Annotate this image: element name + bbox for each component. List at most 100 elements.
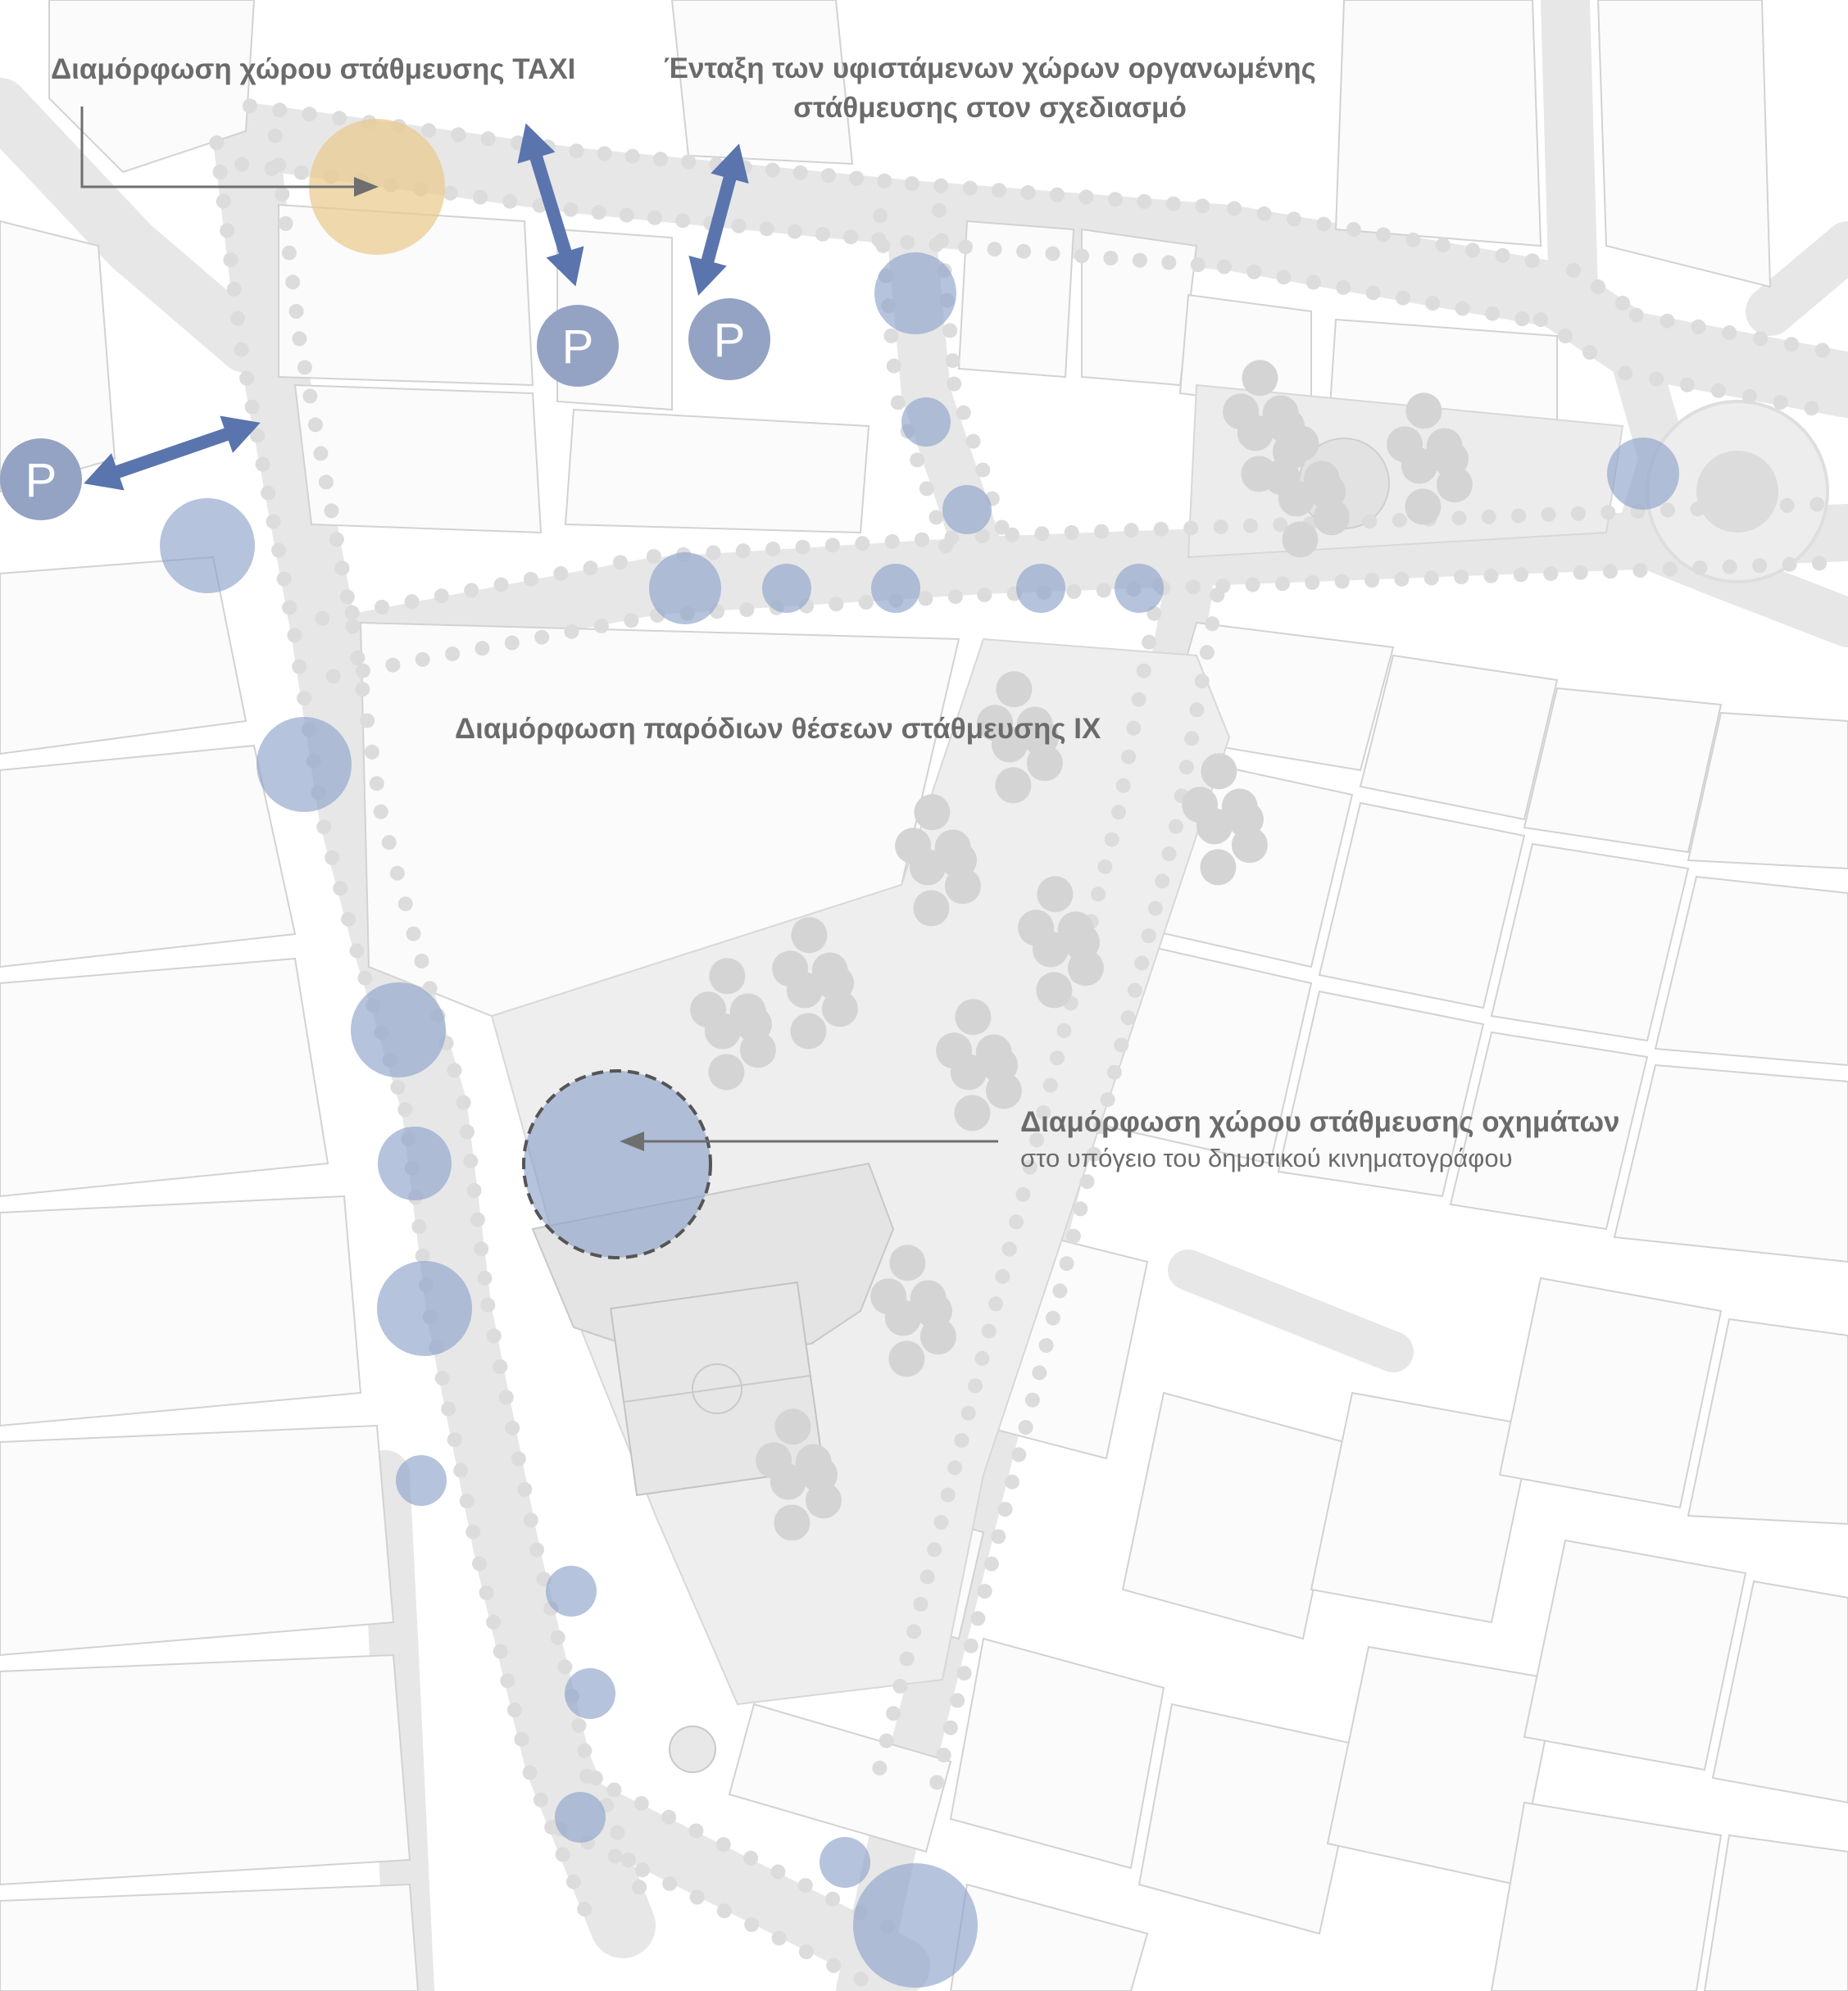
tree bbox=[1812, 556, 1827, 571]
roadside-parking-spot[interactable] bbox=[555, 1792, 606, 1843]
tree bbox=[1029, 1132, 1045, 1148]
tree bbox=[662, 1875, 678, 1891]
tree bbox=[1213, 519, 1228, 535]
tree bbox=[1573, 565, 1588, 580]
tree bbox=[1210, 587, 1225, 603]
tree bbox=[1223, 393, 1260, 430]
tree bbox=[360, 713, 375, 728]
tree bbox=[774, 1408, 811, 1445]
roadside-parking-spot[interactable] bbox=[377, 1261, 472, 1356]
roadside-parking-spot[interactable] bbox=[649, 552, 721, 624]
tree bbox=[805, 1482, 842, 1519]
tree bbox=[904, 176, 919, 192]
tree bbox=[1779, 497, 1795, 513]
parking-badge[interactable]: P bbox=[688, 298, 770, 380]
tree bbox=[1134, 955, 1150, 971]
tree bbox=[934, 233, 950, 248]
tree bbox=[1722, 559, 1737, 574]
roadside-parking-spot[interactable] bbox=[871, 564, 920, 613]
roadside-parking-spot[interactable] bbox=[351, 982, 446, 1077]
tree bbox=[955, 999, 992, 1036]
tree bbox=[1334, 574, 1350, 589]
parking-badge[interactable]: P bbox=[0, 438, 82, 520]
tree bbox=[735, 543, 751, 559]
tree bbox=[1514, 311, 1530, 327]
tree bbox=[995, 767, 1032, 804]
tree bbox=[824, 537, 840, 553]
tree bbox=[1336, 279, 1351, 295]
tree bbox=[1216, 259, 1232, 274]
roundabout-island bbox=[1696, 451, 1778, 533]
underground-parking-marker[interactable] bbox=[522, 1069, 712, 1259]
tree bbox=[480, 1297, 496, 1313]
tree bbox=[1120, 1010, 1136, 1026]
existing-parking-label-line1: Ένταξη των υφιστάμενων χώρων οργανωμένης bbox=[664, 52, 1316, 84]
tree bbox=[447, 1432, 462, 1448]
tree bbox=[1200, 849, 1237, 886]
tree bbox=[1618, 365, 1633, 381]
tree bbox=[709, 958, 746, 995]
underground-parking-subtitle: στο υπόγειο του δημοτικού κινηματογράφου bbox=[1020, 1144, 1513, 1172]
tree bbox=[1313, 499, 1350, 536]
roadside-parking-spot[interactable] bbox=[257, 717, 352, 812]
tree bbox=[1691, 319, 1706, 334]
tree bbox=[593, 619, 609, 633]
roadside-parking-spot[interactable] bbox=[565, 1668, 615, 1719]
roadside-parking-spot[interactable] bbox=[901, 397, 951, 447]
tree bbox=[529, 1542, 544, 1558]
parking-badges: P P P bbox=[0, 298, 770, 520]
tree bbox=[1814, 342, 1830, 358]
roadside-parking-spot[interactable] bbox=[762, 564, 811, 613]
double-arrow-icon bbox=[84, 415, 261, 491]
tree bbox=[675, 213, 691, 229]
tree bbox=[890, 395, 906, 410]
roadside-parking-spot[interactable] bbox=[874, 252, 956, 334]
tree bbox=[1018, 1420, 1033, 1435]
tree bbox=[242, 98, 257, 114]
tree bbox=[1392, 512, 1407, 528]
tree bbox=[910, 1280, 947, 1317]
roadside-parking-spot[interactable] bbox=[1115, 564, 1164, 613]
roadside-parking-spot[interactable] bbox=[160, 498, 255, 593]
roadside-parking-spot[interactable] bbox=[396, 1455, 447, 1506]
roadside-parking-spot[interactable] bbox=[942, 485, 992, 534]
tree bbox=[731, 218, 747, 234]
tree bbox=[325, 850, 340, 865]
tree bbox=[892, 1678, 908, 1694]
tree bbox=[1558, 329, 1573, 343]
tree bbox=[579, 1768, 595, 1784]
double-arrow-icon bbox=[517, 123, 584, 287]
tree bbox=[1052, 1283, 1068, 1299]
tree bbox=[1094, 524, 1110, 539]
tree bbox=[919, 1318, 956, 1355]
tree bbox=[811, 952, 848, 989]
tree bbox=[502, 193, 518, 209]
roadside-parking-spot[interactable] bbox=[1607, 438, 1679, 510]
tree bbox=[759, 221, 774, 237]
tree bbox=[756, 1442, 792, 1479]
tree bbox=[397, 896, 413, 912]
tree bbox=[997, 1502, 1013, 1517]
tree bbox=[919, 481, 934, 497]
tree bbox=[1045, 1310, 1060, 1326]
tree bbox=[744, 1916, 760, 1932]
parking-badge-label: P bbox=[562, 320, 594, 374]
tree bbox=[647, 210, 662, 225]
tree bbox=[1246, 264, 1262, 279]
taxi-parking-label: Διαμόρφωση χώρου στάθμευσης ΤΑΧΙ bbox=[51, 53, 576, 85]
tree bbox=[1004, 1474, 1019, 1490]
roadside-parking-spot[interactable] bbox=[546, 1566, 597, 1617]
parking-badge[interactable]: P bbox=[537, 305, 619, 387]
tree bbox=[1603, 564, 1618, 579]
tree bbox=[302, 107, 317, 122]
tree bbox=[324, 503, 339, 519]
tree bbox=[996, 671, 1033, 708]
roadside-parking-spot[interactable] bbox=[820, 1837, 870, 1888]
tree bbox=[244, 399, 260, 415]
roadside-parking-spot[interactable] bbox=[853, 1863, 978, 1988]
tree bbox=[357, 970, 373, 986]
roadside-parking-spot[interactable] bbox=[1016, 564, 1065, 613]
roadside-parking-spot[interactable] bbox=[378, 1127, 452, 1200]
tree bbox=[297, 360, 312, 375]
